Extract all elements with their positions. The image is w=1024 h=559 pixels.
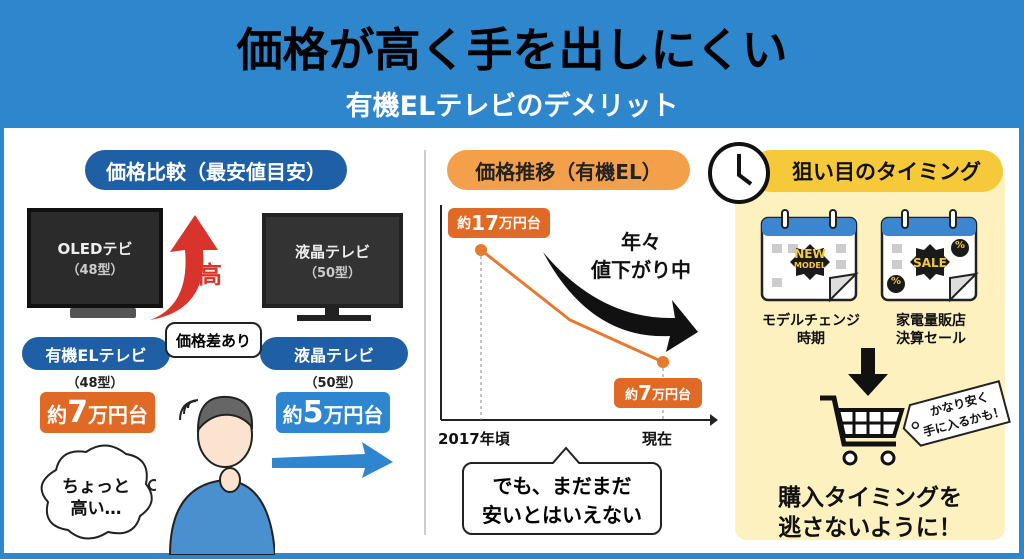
lcd-tv-illustration: 液晶テレビ （50型） (262, 213, 403, 308)
percent-mark: % (954, 240, 966, 251)
label-prefix: 約 (457, 216, 472, 232)
down-trend-arrow-icon (543, 252, 698, 352)
difference-callout: 価格差あり (165, 322, 262, 358)
badge-line1: NEW (794, 247, 826, 261)
oled-size: （48型） (66, 376, 124, 391)
trend-note-callout: でも、まだまだ 安いとはいえない (462, 462, 662, 535)
calendar2-label-line1: 家電量販店 (896, 313, 966, 329)
down-arrow-icon (848, 348, 888, 396)
sale-badge: SALE (913, 256, 947, 270)
oled-label: 有機ELテレビ (22, 337, 170, 370)
worried-person-illustration (168, 395, 275, 555)
calendar-new-model-icon (760, 209, 859, 303)
thought-bubble (40, 444, 156, 540)
blue-right-arrow-icon (272, 442, 393, 478)
lcd-tv-stand (297, 315, 371, 321)
comparison-heading: 価格比較（最安値目安） (85, 150, 347, 190)
price-suffix: 万円台 (87, 403, 148, 427)
note-line2: 安いとはいえない (482, 502, 642, 527)
thought-line2: 高い… (70, 499, 122, 519)
divider (424, 150, 426, 535)
page-subtitle: 有機ELテレビのデメリット (345, 91, 679, 122)
timing-heading: 狙い目のタイミング (750, 150, 1003, 192)
percent-mark: % (890, 276, 902, 287)
oled-screen-size: （48型） (66, 263, 124, 278)
lcd-screen-size: （50型） (303, 265, 362, 281)
end-point (657, 356, 669, 368)
oled-tv-stand (70, 308, 136, 318)
lcd-screen-text: 液晶テレビ (294, 242, 370, 261)
cta-line2: 逃さないように！ (778, 515, 962, 541)
x-label-end: 現在 (642, 430, 673, 448)
red-up-arrow-icon (150, 215, 218, 320)
lcd-tv-neck (325, 308, 339, 316)
lcd-size: （50型） (304, 376, 362, 391)
oled-screen-text: OLEDテビ (57, 240, 133, 258)
thought-line1: ちょっと (62, 477, 130, 497)
calendar-sale-icon (880, 209, 979, 303)
trend-heading: 価格推移（有機EL） (447, 150, 690, 190)
price-line (480, 248, 664, 364)
calendar2-label-line2: 決算セール (896, 331, 966, 347)
badge-line2: MODEL (794, 261, 826, 270)
oled-tv-illustration: OLEDテビ （48型） (27, 208, 163, 308)
x-label-start: 2017年頃 (438, 430, 510, 448)
page-title: 価格が高く手を出しにくい (236, 23, 788, 77)
price-number: 5 (302, 395, 324, 430)
label-number: 17 (471, 211, 499, 235)
calendar1-label-line2: 時期 (797, 331, 825, 347)
calendar1-label-line1: モデルチェンジ (762, 313, 860, 329)
price-trend-chart (440, 205, 718, 426)
trend-arrow-line2: 値下がり中 (591, 258, 691, 282)
cta-line1: 購入タイミングを (778, 485, 962, 511)
label-prefix: 約 (625, 387, 639, 403)
x-axis-arrowhead (710, 414, 718, 426)
high-label: 高 (198, 261, 222, 289)
clock-icon (708, 142, 770, 204)
callout-tail (552, 446, 580, 464)
shopping-cart-icon (820, 395, 905, 466)
start-point (475, 244, 487, 256)
price-suffix: 万円台 (323, 403, 384, 427)
price-prefix: 約 (282, 403, 303, 427)
label-suffix: 万円台 (651, 387, 691, 403)
price-prefix: 約 (47, 403, 68, 427)
price-tag: かなり安く 手に入るかも！ (896, 379, 1012, 451)
label-suffix: 万円台 (498, 216, 541, 232)
price-number: 7 (67, 395, 88, 430)
note-line1: でも、まだまだ (492, 473, 632, 498)
trend-arrow-line1: 年々 (621, 230, 661, 254)
lcd-label: 液晶テレビ (260, 337, 408, 370)
label-number: 7 (638, 381, 652, 405)
